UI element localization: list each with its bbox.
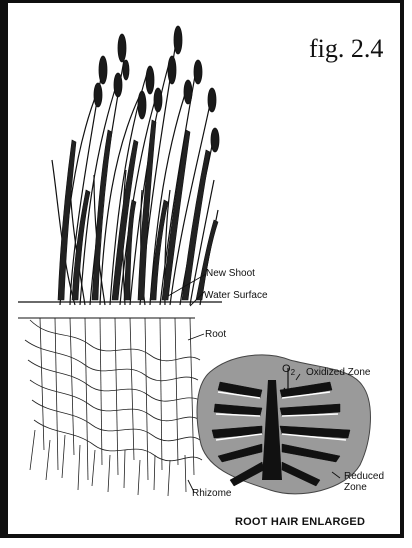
label-o2: O2 [282,363,295,377]
label-reduced-zone-line1: Reduced [344,471,384,482]
root-mass [25,318,202,496]
label-oxidized-zone: Oxidized Zone [306,367,370,378]
label-o2-sub: 2 [291,368,295,377]
label-water-surface: Water Surface [204,290,268,301]
label-reduced-zone-line2: Zone [344,482,367,493]
label-o2-main: O [282,363,291,375]
label-root-hair-enlarged: ROOT HAIR ENLARGED [235,516,365,528]
seed-heads [94,26,219,152]
label-rhizome: Rhizome [192,488,231,499]
label-new-shoot: New Shoot [206,268,255,279]
figure-caption: fig. 2.4 [309,34,383,64]
reed-leaves [58,120,218,300]
label-root: Root [205,329,226,340]
